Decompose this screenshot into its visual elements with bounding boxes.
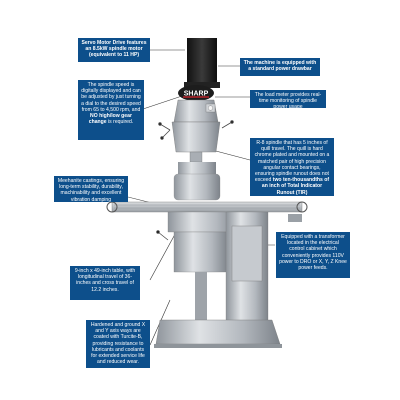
callout-servo-motor: Servo Motor Drive features an 8.5kW spin… (78, 38, 150, 62)
quill-feed-handles (158, 120, 234, 140)
ram (178, 162, 216, 174)
motor-flange (184, 82, 220, 88)
callout-r8-spindle: R-8 spindle that has 5 inches of quill t… (250, 138, 334, 196)
spindle-motor (187, 38, 217, 86)
callout-table: 9-inch x 49-inch table, with longitudina… (70, 266, 140, 300)
work-table (111, 201, 303, 213)
quill-housing (171, 121, 221, 153)
elevating-screw (195, 272, 207, 322)
callout-load-meter: The load meter provides real-time monito… (250, 90, 326, 110)
electrical-cabinet (231, 225, 263, 282)
callout-transformer: Equipped with a transformer located in t… (276, 232, 350, 278)
knee (173, 231, 229, 273)
knee-handles (156, 230, 169, 241)
callout-ways: Hardened and ground X and Y axis ways ar… (86, 320, 150, 368)
callout-power-drawbar: The machine is equipped with a standard … (240, 58, 320, 76)
table-handwheels (106, 201, 308, 222)
table-t-slots (114, 204, 300, 209)
callout-spindle-speed: The spindle speed is digitally displayed… (78, 80, 144, 140)
machine-base (155, 319, 281, 345)
base-foot (154, 344, 282, 348)
callout-meehanite: Meehanite castings, ensuring long-term s… (54, 176, 128, 203)
load-meter-dial-icon (208, 105, 213, 111)
spindle-nose (189, 151, 203, 163)
turret (173, 173, 221, 201)
sharp-logo: SHARP (184, 91, 209, 98)
